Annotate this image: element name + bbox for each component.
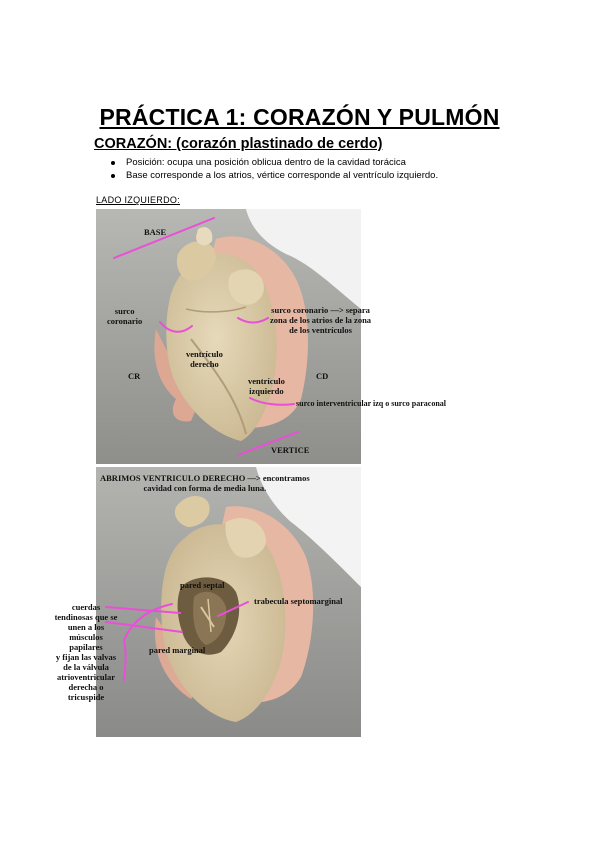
- label-abrimos-header: ABRIMOS VENTRICULO DERECHO —> encontramo…: [100, 473, 310, 493]
- label-line: derecho: [190, 359, 219, 369]
- bullet-dot-icon: [111, 173, 115, 178]
- label-cr: CR: [128, 371, 141, 381]
- bullet-item: Posición: ocupa una posición oblicua den…: [96, 156, 438, 169]
- label-line: ABRIMOS VENTRICULO DERECHO —> encontramo…: [100, 473, 310, 483]
- label-vertice: VERTICE: [271, 445, 310, 455]
- label-line: coronario: [107, 316, 143, 326]
- label-line: de los ventrículos: [289, 325, 352, 335]
- bullet-text: Base corresponde a los atrios, vértice c…: [126, 170, 439, 181]
- bullet-text: Posición: ocupa una posición oblicua den…: [126, 157, 406, 168]
- label-line: ventrículo: [186, 349, 223, 359]
- label-base: BASE: [144, 227, 167, 237]
- label-line: músculos: [69, 632, 103, 642]
- label-line: cavidad con forma de media luna.: [143, 483, 267, 493]
- label-line: papilares: [69, 642, 103, 652]
- label-line: cuerdas: [71, 602, 101, 612]
- label-cd: CD: [316, 371, 329, 381]
- label-surco-coronario: surco coronario: [107, 306, 142, 326]
- heart-photo-left-side: [96, 209, 361, 464]
- label-ventriculo-derecho: ventrículo derecho: [186, 349, 223, 369]
- bullet-list: Posición: ocupa una posición oblicua den…: [96, 156, 438, 182]
- label-line: unen a los: [67, 622, 105, 632]
- label-line: tricuspide: [67, 692, 105, 702]
- label-line: atrioventricular: [56, 672, 116, 682]
- label-line: zona de los atrios de la zona: [270, 315, 372, 325]
- label-line: surco: [114, 306, 135, 316]
- label-line: surco coronario —> separa: [271, 305, 370, 315]
- heart-illustration: [96, 209, 361, 464]
- page-title: PRÁCTICA 1: CORAZÓN Y PULMÓN: [99, 104, 500, 130]
- label-pared-marginal: pared marginal: [149, 645, 206, 655]
- label-ventriculo-izquierdo: ventrículo izquierdo: [248, 376, 285, 396]
- label-surco-interventricular: surco interventricular izq o surco parac…: [296, 399, 446, 408]
- label-pared-septal: pared septal: [180, 580, 225, 590]
- bullet-dot-icon: [111, 160, 115, 165]
- label-line: y fijan las valvas: [55, 652, 117, 662]
- section-heading: CORAZÓN: (corazón plastinado de cerdo): [94, 136, 383, 152]
- label-line: derecha o: [68, 682, 104, 692]
- label-line: de la válvula: [63, 662, 109, 672]
- label-surco-coronario-note: surco coronario —> separa zona de los at…: [270, 305, 371, 335]
- label-trabecula-septomarginal: trabecula septomarginal: [254, 596, 343, 606]
- label-cuerdas-tendinosas: cuerdas tendinosas que se unen a los mús…: [46, 602, 126, 702]
- bullet-item: Base corresponde a los atrios, vértice c…: [96, 169, 438, 182]
- subheading-lado-izquierdo: LADO IZQUIERDO:: [96, 195, 181, 205]
- label-line: izquierdo: [249, 386, 284, 396]
- label-line: tendinosas que se: [54, 612, 118, 622]
- label-line: ventrículo: [248, 376, 285, 386]
